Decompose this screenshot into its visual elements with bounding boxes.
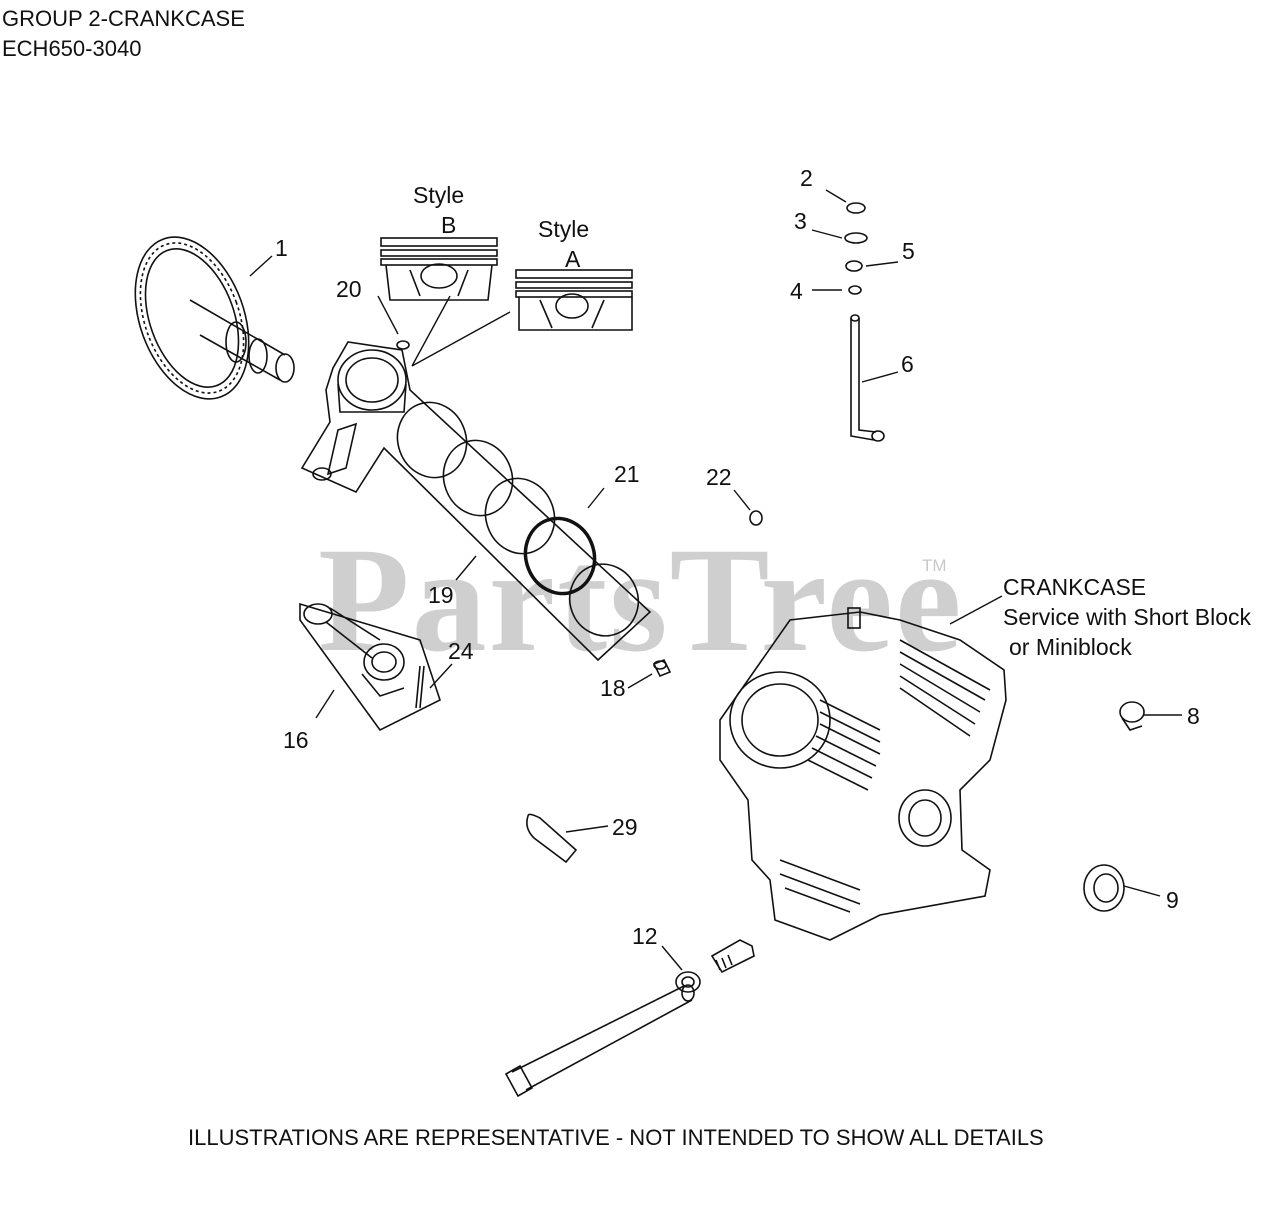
callout-29[interactable]: 29	[612, 814, 638, 840]
camshaft-part[interactable]	[114, 221, 295, 414]
clamp-part[interactable]	[526, 813, 578, 864]
callout-24[interactable]: 24	[448, 638, 474, 664]
style-b-letter: B	[441, 212, 457, 238]
connecting-rod-part[interactable]	[303, 603, 405, 697]
callout-12[interactable]: 12	[632, 923, 658, 949]
valve-seal-part[interactable]	[845, 260, 863, 272]
crankcase-note-title: CRANKCASE	[1003, 574, 1147, 600]
style-a-letter: A	[565, 246, 581, 272]
dowel-pin-part[interactable]	[652, 658, 672, 678]
connecting-rod-outline	[299, 602, 441, 732]
piston-style-a[interactable]	[515, 269, 633, 331]
callout-4[interactable]: 4	[790, 278, 803, 304]
style-a-label: Style	[538, 216, 590, 242]
model-number: ECH650-3040	[2, 36, 142, 61]
disclaimer-footer: ILLUSTRATIONS ARE REPRESENTATIVE - NOT I…	[188, 1125, 1044, 1150]
piston-pin-part[interactable]	[312, 422, 358, 481]
watermark-trademark: TM	[922, 556, 947, 575]
callout-2[interactable]: 2	[800, 165, 813, 191]
piston-style-b[interactable]	[380, 237, 498, 301]
oil-seal-part[interactable]	[1083, 864, 1125, 912]
drain-hose-part[interactable]	[504, 984, 695, 1098]
callout-18[interactable]: 18	[600, 675, 626, 701]
piston-kit-outline	[300, 341, 652, 662]
callout-9[interactable]: 9	[1166, 887, 1179, 913]
crankcase-note-line1: Service with Short Block	[1003, 604, 1251, 630]
callout-21[interactable]: 21	[614, 461, 640, 487]
callout-6[interactable]: 6	[901, 351, 914, 377]
rod-bolt-part[interactable]	[415, 665, 425, 709]
callout-19[interactable]: 19	[428, 582, 454, 608]
callout-8[interactable]: 8	[1187, 703, 1200, 729]
callout-3[interactable]: 3	[794, 208, 807, 234]
callout-1[interactable]: 1	[275, 235, 288, 261]
style-b-label: Style	[413, 182, 465, 208]
piston-part[interactable]	[337, 349, 407, 413]
leader-lines	[249, 189, 1182, 971]
callout-22[interactable]: 22	[706, 464, 732, 490]
valve-washer-part[interactable]	[844, 232, 868, 244]
valve-o-ring-part[interactable]	[848, 285, 862, 295]
hose-fitting-part[interactable]	[710, 939, 755, 974]
pin-retainer-part[interactable]	[396, 340, 410, 350]
callout-5[interactable]: 5	[902, 238, 915, 264]
crankcase-note-line2: or Miniblock	[1009, 634, 1132, 660]
page-title: GROUP 2-CRANKCASE	[2, 6, 245, 31]
drain-plug-part[interactable]	[1119, 701, 1145, 731]
hose-clamp-part[interactable]	[675, 971, 701, 993]
valve-retainer-part[interactable]	[846, 202, 866, 214]
callout-16[interactable]: 16	[283, 727, 309, 753]
plug-part[interactable]	[749, 510, 763, 526]
crankcase-part[interactable]	[719, 607, 1007, 941]
callout-20[interactable]: 20	[336, 276, 362, 302]
dipstick-tube-part[interactable]	[850, 314, 885, 442]
piston-rings-part[interactable]	[387, 393, 648, 646]
